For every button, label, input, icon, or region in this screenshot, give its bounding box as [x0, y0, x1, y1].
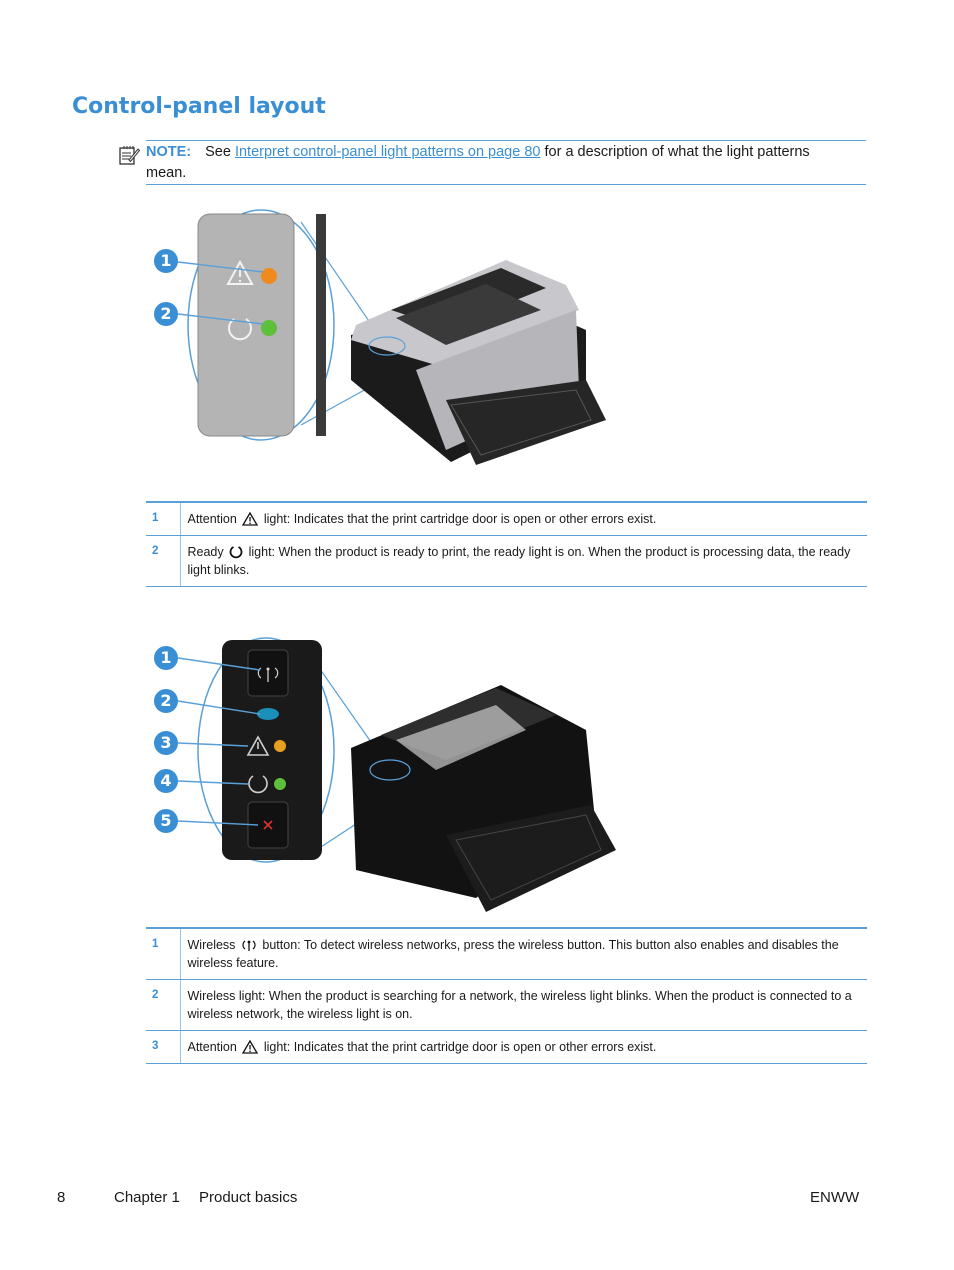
row-description: Wireless button: To detect wireless netw…	[180, 928, 867, 980]
note-icon	[119, 146, 140, 165]
wireless-icon	[257, 667, 279, 682]
wireless-icon	[242, 940, 256, 951]
figure-1-legend-table: 1 Attention light: Indicates that the pr…	[146, 501, 867, 587]
figure-1-callout: 2	[154, 302, 178, 326]
attention-light	[274, 740, 286, 752]
footer-page-number: 8	[57, 1189, 66, 1206]
attention-light	[261, 268, 277, 284]
row-text: light: Indicates that the print cartridg…	[263, 1040, 657, 1054]
figure-2-callout: 1	[154, 646, 178, 670]
row-description: Attention light: Indicates that the prin…	[180, 502, 867, 536]
figure-2-callout: 4	[154, 769, 178, 793]
row-text: light: When the product is ready to prin…	[187, 545, 851, 577]
figure-2-printer-illustration	[177, 637, 616, 912]
footer-chapter: Chapter 1	[114, 1189, 180, 1206]
ready-circle-icon	[248, 775, 268, 794]
warning-triangle-icon	[226, 259, 254, 285]
wireless-light	[257, 708, 279, 720]
row-description: Attention light: Indicates that the prin…	[180, 1030, 867, 1064]
note-link[interactable]: Interpret control-panel light patterns o…	[234, 144, 541, 160]
table-row: 1 Attention light: Indicates that the pr…	[146, 502, 867, 536]
ready-circle-icon	[228, 318, 252, 341]
ready-circle-icon	[229, 546, 243, 559]
warning-triangle-icon	[246, 735, 270, 756]
row-term: Ready	[187, 545, 224, 559]
note-box	[146, 140, 866, 185]
row-number: 3	[146, 1030, 181, 1064]
row-number: 2	[146, 535, 181, 587]
table-row: 3 Attention light: Indicates that the pr…	[146, 1030, 867, 1064]
footer-locale: ENWW	[810, 1189, 860, 1206]
row-number: 2	[146, 979, 181, 1031]
row-term: Attention	[187, 1040, 237, 1054]
warning-triangle-icon	[242, 1040, 259, 1054]
row-number: 1	[146, 928, 181, 980]
row-description: Wireless light: When the product is sear…	[180, 979, 867, 1031]
footer-chapter-title: Product basics	[199, 1189, 298, 1206]
row-description: Ready light: When the product is ready t…	[180, 535, 867, 587]
row-number: 1	[146, 502, 181, 536]
figure-2-callout: 5	[154, 809, 178, 833]
page-title: Control-panel layout	[72, 94, 326, 119]
row-term: Attention	[187, 512, 237, 526]
warning-triangle-icon	[242, 512, 259, 526]
figure-2-callout: 3	[154, 731, 178, 755]
note-text: NOTE: See Interpret control-panel light p…	[146, 142, 846, 184]
note-label: NOTE:	[146, 144, 192, 160]
table-row: 2 Wireless light: When the product is se…	[146, 979, 867, 1031]
figure-2-callout: 2	[154, 689, 178, 713]
figure-1-printer-illustration	[177, 209, 606, 465]
row-text: light: Indicates that the print cartridg…	[263, 512, 657, 526]
table-row: 1 Wireless button: To detect wireless ne…	[146, 928, 867, 980]
row-term: Wireless	[187, 938, 236, 952]
table-row: 2 Ready light: When the product is ready…	[146, 535, 867, 587]
ready-light	[261, 320, 277, 336]
note-prefix: See	[205, 144, 231, 160]
figure-2-legend-table: 1 Wireless button: To detect wireless ne…	[146, 927, 867, 1064]
note-suffix: for a description of what the light patt…	[146, 144, 810, 181]
figure-1-callout: 1	[154, 249, 178, 273]
row-text: button: To detect wireless networks, pre…	[187, 938, 839, 970]
close-icon	[263, 820, 273, 830]
row-text: Wireless light: When the product is sear…	[187, 989, 852, 1021]
ready-light	[274, 778, 286, 790]
